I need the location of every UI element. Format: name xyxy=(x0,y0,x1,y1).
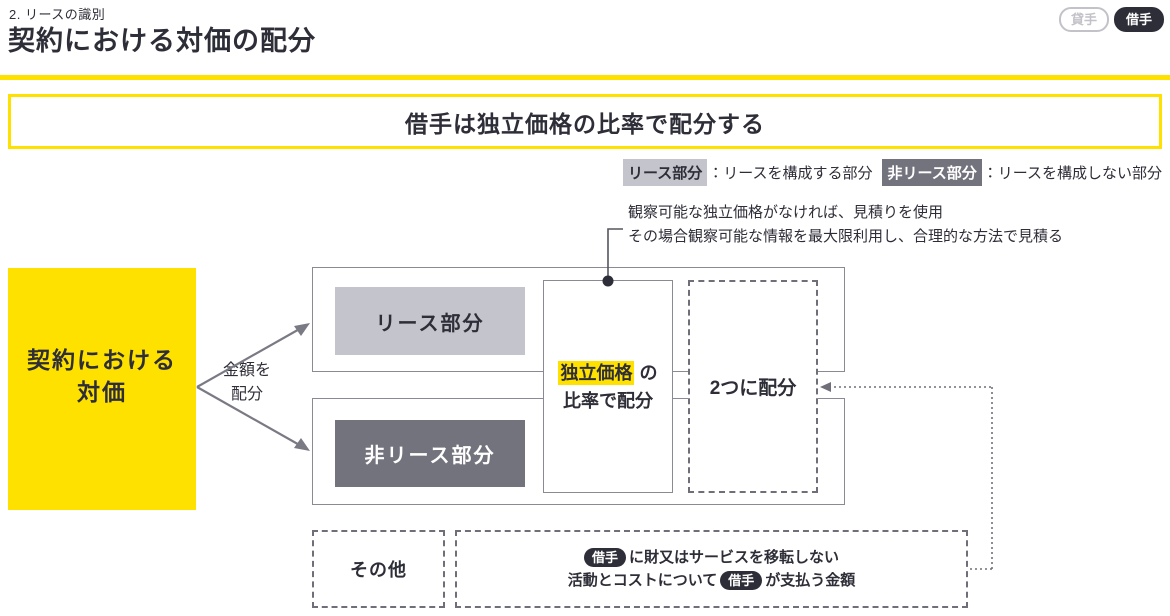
contract-consideration-box: 契約における 対価 xyxy=(8,268,196,510)
legend-lease-desc: ：リースを構成する部分 xyxy=(708,165,873,182)
contract-consideration-line1: 契約における xyxy=(27,347,177,373)
annotation-line2: その場合観察可能な情報を最大限利用し、合理的な方法で見積る xyxy=(628,228,1064,245)
lease-component-label: リース部分 xyxy=(375,312,485,335)
annotation-line1: 観察可能な独立価格がなければ、見積りを使用 xyxy=(628,204,944,221)
standalone-price-line2: 比率で配分 xyxy=(563,390,653,411)
legend-lease-chip: リース部分 xyxy=(622,159,708,186)
payment-line2: 活動とコストについて 借手 が支払う金額 xyxy=(567,569,856,592)
page-title: 契約における対価の配分 xyxy=(8,26,316,56)
legend: リース部分 ：リースを構成する部分 非リース部分 ：リースを構成しない部分 xyxy=(622,159,1162,186)
dotted-arrowhead xyxy=(820,382,831,392)
other-label: その他 xyxy=(350,560,407,580)
arrowhead-down xyxy=(294,438,310,451)
key-statement-text: 借手は独立価格の比率で配分する xyxy=(405,110,765,137)
lessee-badge[interactable]: 借手 xyxy=(1113,7,1164,32)
lessee-badge-inline-1: 借手 xyxy=(583,548,626,567)
lease-component-box: リース部分 xyxy=(335,287,525,355)
standalone-price-highlight: 独立価格 xyxy=(558,360,635,385)
title-underline xyxy=(0,75,1170,80)
payment-line1-text: に財又はサービスを移転しない xyxy=(629,549,840,566)
other-box: その他 xyxy=(312,530,445,608)
lessor-badge[interactable]: 貸手 xyxy=(1058,7,1109,32)
legend-non-lease-desc: ：リースを構成しない部分 xyxy=(982,165,1162,182)
non-lease-component-box: 非リース部分 xyxy=(335,420,525,487)
legend-non-lease-chip: 非リース部分 xyxy=(882,159,982,186)
role-badges: 貸手 借手 xyxy=(1058,7,1164,32)
non-lease-component-label: 非リース部分 xyxy=(364,445,496,467)
allocate-amount-line2: 配分 xyxy=(230,386,263,403)
lessee-payment-box: 借手 に財又はサービスを移転しない 活動とコストについて 借手 が支払う金額 xyxy=(455,530,968,608)
allocate-amount-line1: 金額を xyxy=(222,362,271,379)
key-statement-box: 借手は独立価格の比率で配分する xyxy=(8,94,1162,149)
arrowhead-up xyxy=(294,323,310,336)
payment-line2-post: が支払う金額 xyxy=(765,572,856,589)
split-in-two-box: 2つに配分 xyxy=(688,280,818,493)
standalone-price-line1: 独立価格 の xyxy=(558,359,658,387)
contract-consideration-line2: 対価 xyxy=(77,379,127,405)
lessee-badge-inline-2: 借手 xyxy=(720,571,763,590)
annotation-note: 観察可能な独立価格がなければ、見積りを使用 その場合観察可能な情報を最大限利用し… xyxy=(628,201,1063,249)
standalone-price-suffix: の xyxy=(634,362,658,383)
breadcrumb: 2. リースの識別 xyxy=(9,7,106,22)
payment-line1: 借手 に財又はサービスを移転しない xyxy=(583,546,840,569)
allocate-amount-label: 金額を 配分 xyxy=(208,359,286,407)
split-in-two-label: 2つに配分 xyxy=(709,378,797,399)
payment-line2-pre: 活動とコストについて xyxy=(567,572,718,589)
standalone-price-box: 独立価格 の 比率で配分 xyxy=(543,280,673,493)
